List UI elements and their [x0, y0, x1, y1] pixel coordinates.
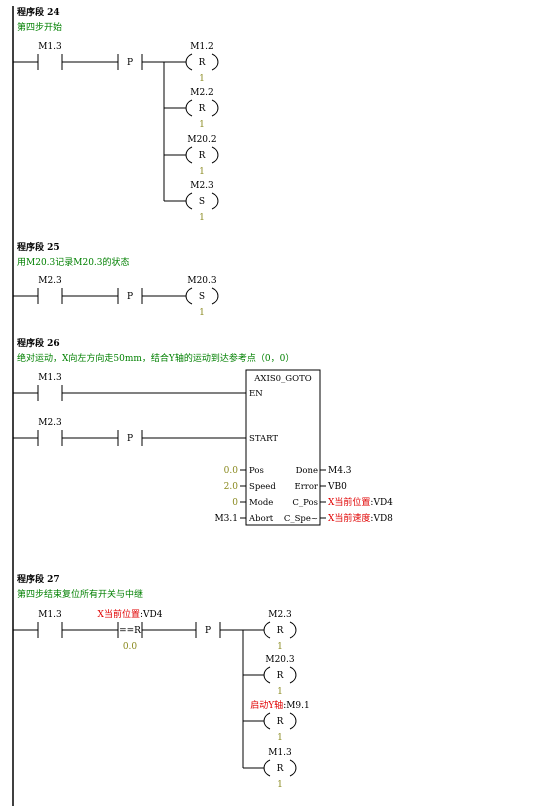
coil-count: 1: [199, 74, 205, 84]
coil-count: 1: [277, 780, 283, 790]
n26-rung: [13, 369, 326, 526]
contact-address: M2.3: [38, 276, 62, 286]
network-comment: 绝对运动，X向左方向走50mm，结合Y轴的运动到达参考点（0，0）: [17, 352, 294, 364]
coil-op: R: [277, 626, 284, 636]
network-title: 程序段 24: [17, 6, 60, 18]
network-27[interactable]: 程序段 27 第四步结束复位所有开关与中继: [17, 573, 143, 600]
input-value: 2.0: [224, 482, 239, 492]
block-pin-start: START: [249, 434, 278, 444]
coil-address: M2.3: [268, 610, 292, 620]
n27-rung: [13, 621, 297, 777]
block-pin: Pos: [249, 466, 264, 476]
input-value: M3.1: [214, 514, 238, 524]
coil-op: S: [199, 292, 205, 302]
p-label: P: [127, 292, 133, 302]
function-block[interactable]: [245, 369, 321, 526]
coil-op: R: [277, 764, 284, 774]
coil-address: M1.2: [190, 42, 214, 52]
coil-op: R: [199, 104, 206, 114]
output-address: M4.3: [328, 466, 352, 476]
contact-address: M2.3: [38, 418, 62, 428]
output-address: X当前速度:VD8: [328, 512, 393, 524]
block-pin: Mode: [249, 498, 273, 508]
coil-address: 启动Y轴:M9.1: [250, 699, 310, 711]
input-value: 0: [232, 498, 238, 508]
network-comment: 第四步结束复位所有开关与中继: [17, 588, 143, 600]
coil-address: M1.3: [268, 748, 292, 758]
contact-address: M1.3: [38, 610, 62, 620]
n24-rung: [13, 53, 219, 210]
p-label: P: [205, 626, 211, 636]
coil-count: 1: [277, 687, 283, 697]
coil-count: 1: [277, 642, 283, 652]
coil-op: R: [199, 58, 206, 68]
contact-address: M1.3: [38, 373, 62, 383]
coil-address: M2.3: [190, 181, 214, 191]
network-24[interactable]: 程序段 24 第四步开始: [17, 6, 62, 33]
network-title: 程序段 26: [17, 337, 60, 349]
coil-op: S: [199, 197, 205, 207]
output-address: VB0: [327, 482, 347, 492]
coil-count: 1: [199, 120, 205, 130]
block-pin: Speed: [249, 482, 276, 492]
network-comment: 用M20.3记录M20.3的状态: [17, 256, 130, 268]
network-comment: 第四步开始: [17, 21, 62, 33]
compare-operator: ==R: [119, 626, 141, 636]
n25-rung: [13, 287, 219, 305]
input-value: 0.0: [224, 466, 239, 476]
network-26[interactable]: 程序段 26 绝对运动，X向左方向走50mm，结合Y轴的运动到达参考点（0，0）: [17, 337, 294, 364]
coil-address: M20.2: [187, 135, 216, 145]
coil-op: R: [277, 717, 284, 727]
contact-address: M1.3: [38, 42, 62, 52]
block-pin: C_Pos: [292, 498, 318, 508]
output-address: X当前位置:VD4: [328, 496, 393, 508]
block-pin: Error: [294, 482, 318, 492]
block-pin: Done: [296, 466, 318, 476]
compare-operand: X当前位置:VD4: [98, 608, 163, 620]
network-25[interactable]: 程序段 25 用M20.3记录M20.3的状态: [17, 241, 130, 268]
coil-count: 1: [277, 733, 283, 743]
compare-value: 0.0: [123, 642, 138, 652]
block-pin: C_Spe~: [284, 514, 318, 524]
block-name: AXIS0_GOTO: [253, 374, 311, 384]
coil-address: M20.3: [187, 276, 217, 286]
coil-address: M2.2: [190, 88, 214, 98]
network-title: 程序段 25: [17, 241, 60, 253]
coil-op: R: [277, 671, 284, 681]
coil-count: 1: [199, 308, 205, 318]
p-label: P: [127, 58, 133, 68]
coil-op: R: [199, 151, 206, 161]
coil-address: M20.3: [265, 655, 295, 665]
coil-count: 1: [199, 213, 205, 223]
p-label: P: [127, 434, 133, 444]
block-pin: Abort: [248, 514, 274, 524]
network-title: 程序段 27: [17, 573, 60, 585]
coil-count: 1: [199, 167, 205, 177]
block-pin-en: EN: [249, 389, 263, 399]
